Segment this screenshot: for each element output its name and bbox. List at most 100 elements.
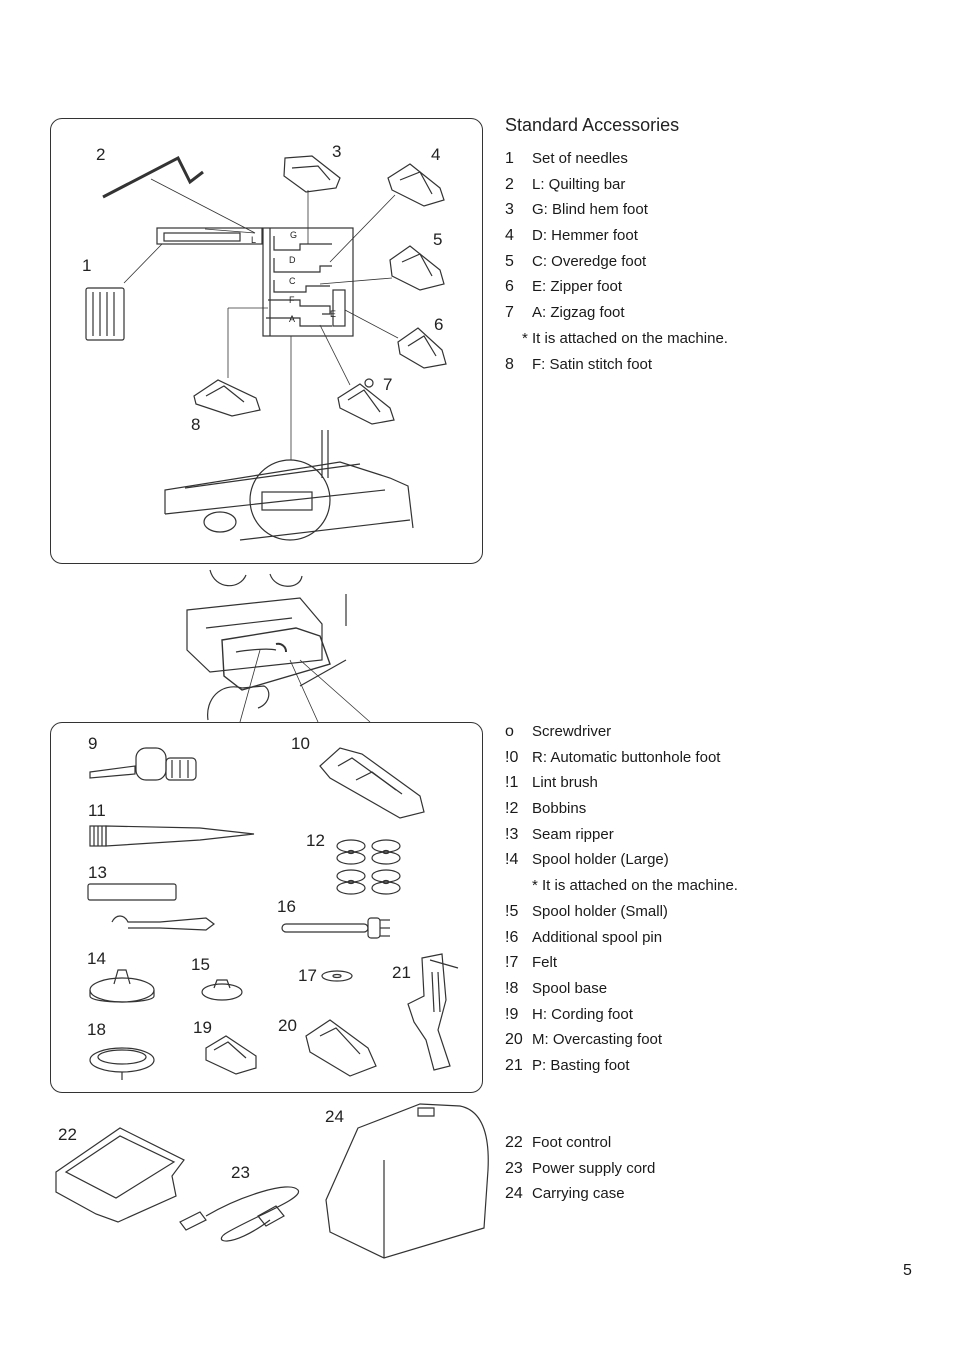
item-label: Additional spool pin bbox=[532, 928, 663, 946]
blind-hem-foot-drawing bbox=[283, 155, 341, 244]
carrying-case-drawing bbox=[325, 1103, 489, 1259]
item-label: Lint brush bbox=[532, 774, 598, 792]
spool-base-drawing bbox=[89, 1047, 155, 1080]
figure-number: 1 bbox=[82, 256, 92, 275]
item-number: 6 bbox=[505, 278, 514, 296]
buttonhole-foot-drawing bbox=[319, 747, 425, 819]
item-number: !8 bbox=[505, 979, 519, 997]
power-cord-drawing bbox=[179, 1186, 299, 1242]
figure-number: 10 bbox=[291, 734, 310, 753]
item-number: !7 bbox=[505, 954, 519, 972]
accessory-set-figure bbox=[50, 722, 483, 1093]
figure-number: 21 bbox=[392, 963, 411, 982]
figure-number: 12 bbox=[306, 831, 325, 850]
item-number: 7 bbox=[505, 304, 514, 322]
item-label: C: Overedge foot bbox=[532, 252, 647, 270]
item-number: o bbox=[505, 723, 514, 740]
item-label: Spool holder (Small) bbox=[532, 902, 668, 920]
figure-number: 9 bbox=[88, 734, 98, 753]
seam-ripper-drawing bbox=[87, 883, 215, 931]
figure-number: 13 bbox=[88, 863, 107, 882]
figure-number: 5 bbox=[433, 230, 443, 249]
item-label: H: Cording foot bbox=[532, 1005, 633, 1023]
page-number: 5 bbox=[903, 1262, 912, 1279]
satin-stitch-foot-drawing bbox=[193, 307, 268, 417]
item-label: L: Quilting bar bbox=[532, 175, 626, 193]
item-number: !9 bbox=[505, 1005, 519, 1023]
note-text: * It is attached on the machine. bbox=[532, 877, 738, 895]
item-label: Set of needles bbox=[532, 150, 628, 167]
item-number: !3 bbox=[505, 825, 519, 843]
cording-foot-drawing bbox=[205, 1035, 257, 1075]
item-number: 1 bbox=[505, 150, 514, 167]
item-label: M: Overcasting foot bbox=[532, 1031, 663, 1049]
foot-control-drawing bbox=[55, 1127, 185, 1223]
item-number: !1 bbox=[505, 774, 519, 792]
item-number: !5 bbox=[505, 902, 519, 920]
figure-number: 7 bbox=[383, 375, 393, 394]
figure-number: 20 bbox=[278, 1016, 297, 1035]
case-slot-letter: E bbox=[330, 309, 337, 319]
item-number: 8 bbox=[505, 355, 514, 373]
basting-foot-drawing bbox=[407, 953, 459, 1071]
spool-holder-small-drawing bbox=[201, 979, 243, 1001]
additional-spool-pin-drawing bbox=[281, 917, 390, 939]
bobbins-drawing bbox=[336, 839, 401, 895]
accessory-box-figure bbox=[50, 118, 483, 564]
item-label: A: Zigzag foot bbox=[532, 304, 625, 322]
figure-number: 16 bbox=[277, 897, 296, 916]
item-number: 4 bbox=[505, 227, 514, 245]
item-label: Spool holder (Large) bbox=[532, 851, 669, 869]
case-slot-letter: C bbox=[289, 276, 296, 286]
item-label: R: Automatic buttonhole foot bbox=[532, 748, 721, 766]
item-label: P: Basting foot bbox=[532, 1056, 630, 1074]
figure-number: 15 bbox=[191, 955, 210, 974]
item-label: Screwdriver bbox=[532, 723, 612, 740]
zigzag-foot-drawing bbox=[319, 324, 395, 425]
felt-drawing bbox=[321, 970, 353, 982]
item-number: !2 bbox=[505, 800, 519, 818]
figure-number: 4 bbox=[431, 145, 441, 164]
overcasting-foot-drawing bbox=[305, 1019, 377, 1077]
screwdriver-drawing bbox=[89, 747, 197, 781]
item-label: Power supply cord bbox=[532, 1159, 656, 1177]
figure-number: 24 bbox=[325, 1107, 344, 1126]
figure-number: 17 bbox=[298, 966, 317, 985]
item-label: D: Hemmer foot bbox=[532, 227, 638, 245]
figure-number: 6 bbox=[434, 315, 444, 334]
figure-number: 14 bbox=[87, 949, 106, 968]
item-label: Spool base bbox=[532, 979, 608, 997]
accessory-case-drawing bbox=[156, 227, 354, 337]
figure-number: 23 bbox=[231, 1163, 250, 1182]
item-label: E: Zipper foot bbox=[532, 278, 623, 296]
item-label: Seam ripper bbox=[532, 825, 614, 843]
item-label: F: Satin stitch foot bbox=[532, 355, 653, 373]
item-number: 24 bbox=[505, 1185, 523, 1203]
figure-number: 11 bbox=[88, 801, 106, 820]
quilting-bar-drawing bbox=[102, 155, 256, 234]
item-label: Carrying case bbox=[532, 1185, 625, 1203]
machine-opening-drawing bbox=[186, 569, 371, 723]
lint-brush-drawing bbox=[89, 825, 255, 847]
spool-holder-large-drawing bbox=[89, 969, 155, 1003]
item-number: 20 bbox=[505, 1031, 523, 1049]
note-text: * It is attached on the machine. bbox=[522, 329, 728, 347]
overedge-foot-drawing bbox=[319, 245, 445, 291]
zipper-foot-drawing bbox=[344, 309, 447, 369]
case-slot-letter: F bbox=[289, 295, 295, 305]
item-number: 21 bbox=[505, 1056, 523, 1074]
figure-number: 18 bbox=[87, 1020, 106, 1039]
item-number: !0 bbox=[505, 748, 519, 766]
case-slot-letter: D bbox=[289, 255, 296, 265]
figure-number: 2 bbox=[96, 145, 106, 164]
item-label: G: Blind hem foot bbox=[532, 201, 648, 219]
item-number: !4 bbox=[505, 851, 519, 869]
item-number: 2 bbox=[505, 175, 514, 193]
figure-number: 8 bbox=[191, 415, 201, 434]
item-label: Foot control bbox=[532, 1134, 612, 1151]
item-number: !6 bbox=[505, 928, 519, 946]
case-slot-letter: A bbox=[289, 314, 296, 324]
case-slot-letter: L bbox=[251, 235, 257, 245]
